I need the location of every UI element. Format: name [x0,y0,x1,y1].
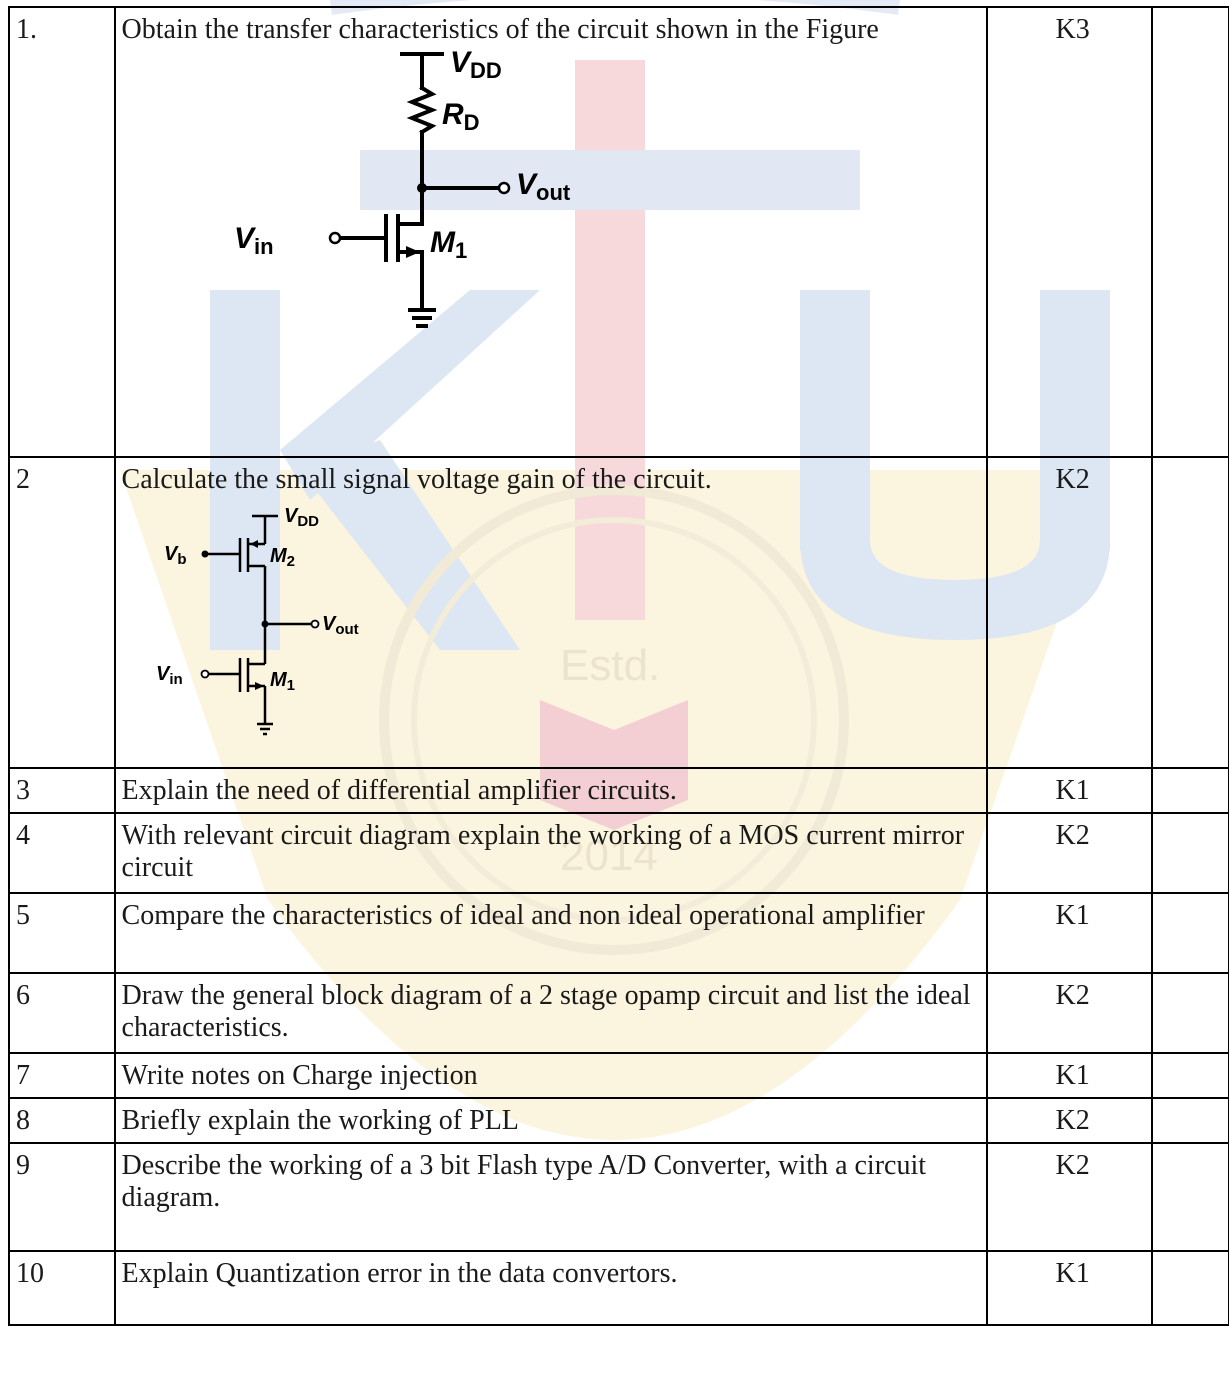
vout-label: V [516,168,539,201]
question-text: Obtain the transfer characteristics of t… [121,14,879,45]
knowledge-level: K1 [986,767,1153,814]
knowledge-level: K2 [986,1142,1153,1252]
question-number: 1. [8,6,116,458]
question-text: Calculate the small signal voltage gain … [121,464,712,495]
vdd-subscript: DD [470,58,502,83]
vin-label: V [156,663,171,685]
question-number: 9 [8,1142,116,1252]
knowledge-level: K2 [986,456,1153,769]
question-row: 5 Compare the characteristics of ideal a… [8,892,1229,974]
svg-text:M1: M1 [430,226,467,263]
question-text: Draw the general block diagram of a 2 st… [113,972,989,1054]
knowledge-level: K2 [986,1097,1153,1144]
question-cell: Calculate the small signal voltage gain … [113,456,989,769]
vdd-subscript: DD [297,513,319,530]
m1-subscript: 1 [286,677,294,694]
question-number: 2 [8,456,116,769]
marks-cell [1150,6,1229,458]
svg-text:Vin: Vin [156,663,183,688]
question-row: 8 Briefly explain the working of PLL K2 [8,1097,1229,1144]
marks-cell [1150,972,1229,1054]
vb-subscript: b [177,551,186,568]
question-text: Explain the need of differential amplifi… [113,767,989,814]
vin-subscript: in [254,234,274,259]
question-text: Write notes on Charge injection [113,1052,989,1099]
m1-subscript: 1 [455,238,467,263]
svg-text:M2: M2 [270,545,295,570]
rd-label: R [442,98,464,131]
svg-text:Vin: Vin [234,222,274,259]
vout-subscript: out [335,621,358,638]
m2-label: M [270,545,288,567]
marks-cell [1150,1250,1229,1326]
vin-subscript: in [169,671,182,688]
marks-cell [1150,456,1229,769]
svg-text:Vout: Vout [516,168,571,205]
svg-text:Vout: Vout [322,613,359,638]
question-number: 6 [8,972,116,1054]
knowledge-level: K1 [986,1250,1153,1326]
question-row: 4 With relevant circuit diagram explain … [8,812,1229,894]
question-cell: Obtain the transfer characteristics of t… [113,6,989,458]
vdd-label: V [284,505,299,527]
marks-cell [1150,1097,1229,1144]
question-row: 10 Explain Quantization error in the dat… [8,1250,1229,1326]
common-source-pmos-load-figure: VDD Vb M2 Vout Vin M1 [156,505,359,736]
knowledge-level: K2 [986,972,1153,1054]
question-row: 1. Obtain the transfer characteristics o… [8,6,1229,458]
question-row: 6 Draw the general block diagram of a 2 … [8,972,1229,1054]
knowledge-level: K1 [986,1052,1153,1099]
question-number: 7 [8,1052,116,1099]
question-text: With relevant circuit diagram explain th… [113,812,989,894]
question-table: 1. Obtain the transfer characteristics o… [8,6,1229,1326]
vdd-label: V [450,48,473,79]
knowledge-level: K3 [986,6,1153,458]
question-text: Describe the working of a 3 bit Flash ty… [113,1142,989,1252]
vout-label: V [322,613,337,635]
svg-text:M1: M1 [270,669,295,694]
m1-label: M [270,669,288,691]
marks-cell [1150,892,1229,974]
question-text: Explain Quantization error in the data c… [113,1250,989,1326]
rd-subscript: D [463,110,479,135]
question-number: 5 [8,892,116,974]
svg-text:VDD: VDD [284,505,319,530]
m2-subscript: 2 [286,553,294,570]
knowledge-level: K2 [986,812,1153,894]
question-text: Compare the characteristics of ideal and… [113,892,989,974]
marks-cell [1150,1142,1229,1252]
svg-text:VDD: VDD [450,48,502,83]
svg-text:Vb: Vb [164,543,187,568]
question-row: 2 Calculate the small signal voltage gai… [8,456,1229,769]
marks-cell [1150,1052,1229,1099]
question-row: 7 Write notes on Charge injection K1 [8,1052,1229,1099]
marks-cell [1150,767,1229,814]
question-number: 4 [8,812,116,894]
question-row: 3 Explain the need of differential ampli… [8,767,1229,814]
question-number: 10 [8,1250,116,1326]
marks-cell [1150,812,1229,894]
vout-subscript: out [536,180,571,205]
common-source-resistive-load-figure: VDD RD Vout Vin M1 [234,48,571,328]
question-text: Briefly explain the working of PLL [113,1097,989,1144]
knowledge-level: K1 [986,892,1153,974]
svg-text:RD: RD [442,98,480,135]
vin-label: V [234,222,257,255]
question-row: 9 Describe the working of a 3 bit Flash … [8,1142,1229,1252]
vb-label: V [164,543,179,565]
question-number: 3 [8,767,116,814]
m1-label: M [430,226,456,259]
question-number: 8 [8,1097,116,1144]
